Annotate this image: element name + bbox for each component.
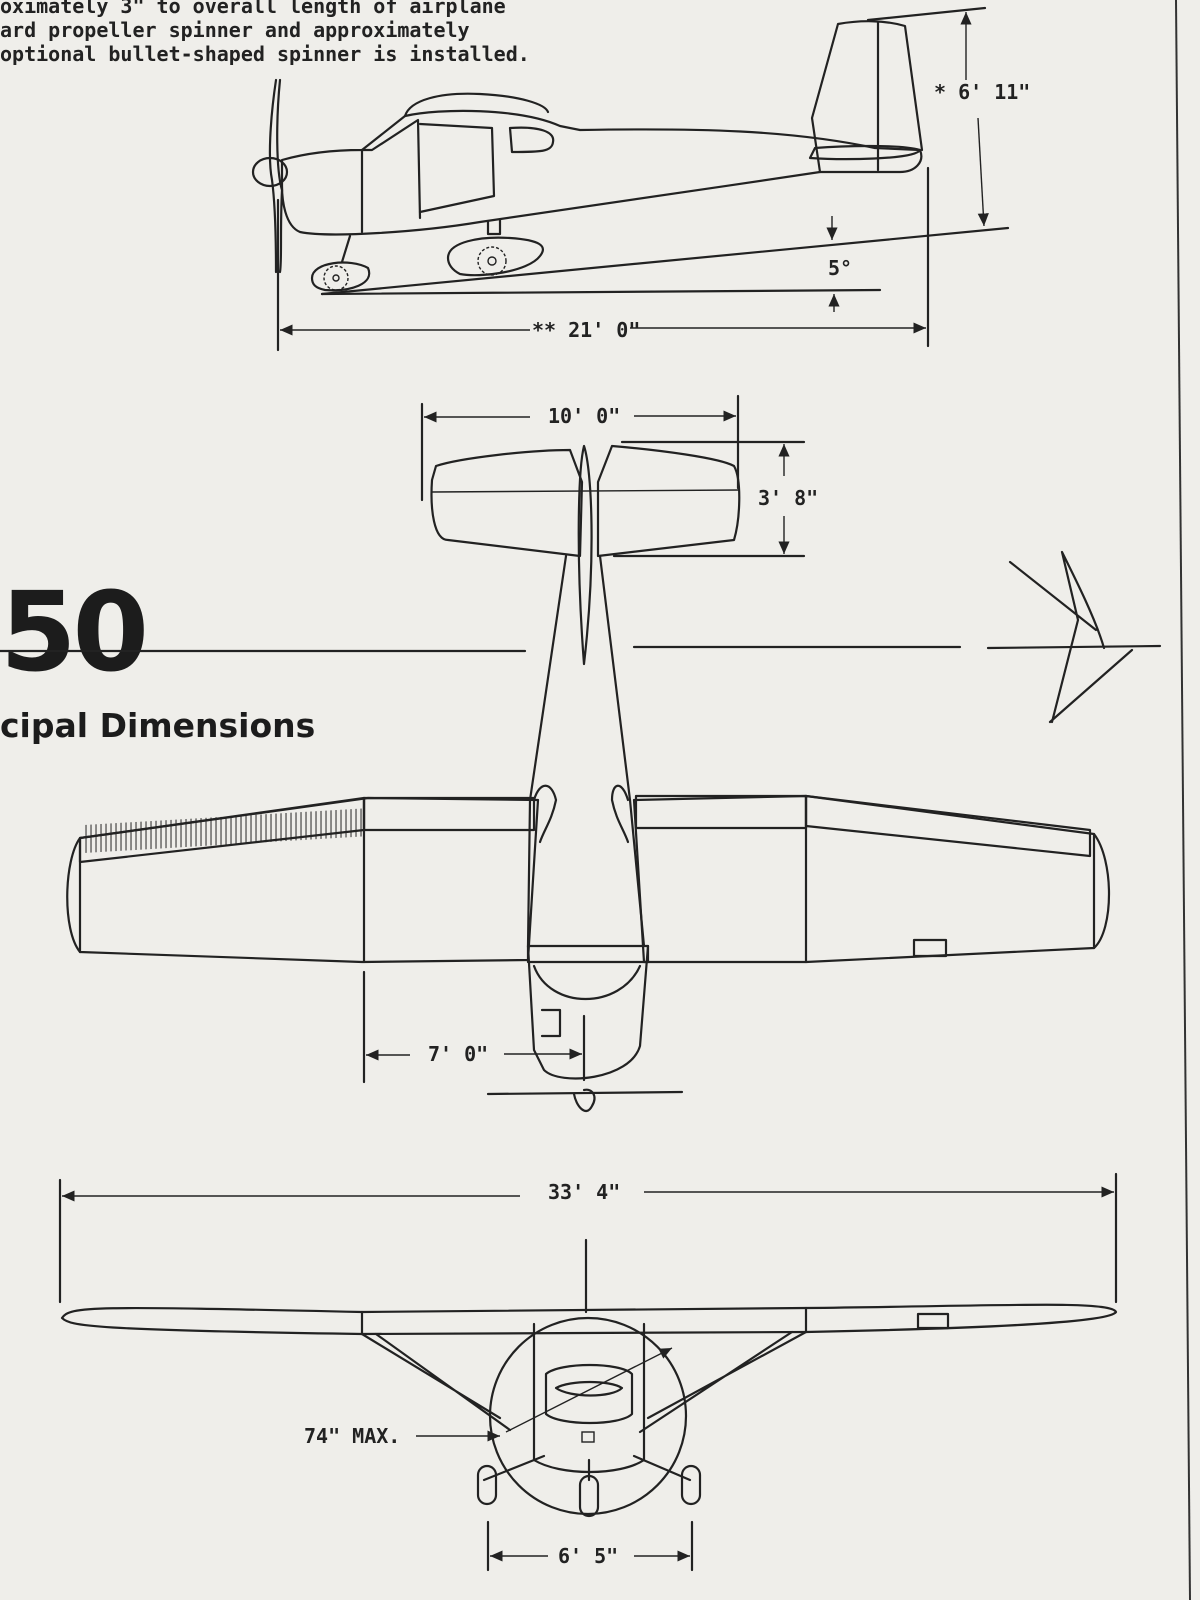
- main-gear-legs: [482, 1454, 692, 1482]
- tail-ground-line: [320, 226, 1010, 296]
- stabilizer-left: [430, 448, 584, 558]
- wing-front: [60, 1303, 1118, 1336]
- spinner: [251, 156, 289, 188]
- nose-wheel: [323, 265, 349, 291]
- elevator-hinge-line: [431, 489, 741, 493]
- flap-left: [362, 796, 536, 832]
- main-wheel: [477, 246, 507, 276]
- stabilizer-chord-label: 3' 8": [758, 486, 819, 510]
- intro-line-2: ard propeller spinner and approximately: [0, 18, 470, 42]
- door: [418, 122, 496, 214]
- wingtip-right: [1092, 832, 1111, 950]
- stabilizer-right: [596, 444, 741, 558]
- rear-window: [508, 126, 555, 154]
- wing-root-fairing-right: [610, 784, 630, 844]
- front-view: [58, 1172, 1118, 1572]
- side-view: [251, 6, 1010, 352]
- intro-note: oximately 3" to overall length of airpla…: [0, 0, 530, 66]
- nose-gear-strut: [340, 234, 352, 264]
- aileron-left-hatch: [82, 808, 362, 854]
- windshield: [360, 118, 422, 220]
- nose-wheel-front: [578, 1474, 600, 1518]
- tailcone-right: [598, 554, 646, 948]
- cowling-front: [544, 1363, 634, 1425]
- intro-line-1: oximately 3" to overall length of airpla…: [0, 0, 506, 18]
- main-wheel-left: [476, 1464, 498, 1506]
- nav-light-right: [912, 938, 948, 958]
- fuselage-side: [280, 109, 923, 236]
- main-wheel-right: [680, 1464, 702, 1506]
- section-title: cipal Dimensions: [0, 706, 316, 745]
- main-gear-mount: [486, 218, 502, 236]
- tailcone-left: [526, 554, 568, 948]
- nose-hatch: [540, 1008, 562, 1038]
- top-view: [66, 394, 1162, 1112]
- wing-right: [632, 794, 1096, 964]
- flap-right: [634, 794, 808, 830]
- page-edge-line: [1175, 0, 1191, 1600]
- air-intake: [581, 1431, 595, 1443]
- wing-panel-label: 7' 0": [428, 1042, 489, 1066]
- vertical-tail: [810, 20, 924, 174]
- horizontal-tail-side: [808, 144, 922, 161]
- clearance-diagonal: [505, 1347, 673, 1433]
- overall-length-label: ** 21' 0": [532, 318, 641, 342]
- main-wheel-hub: [487, 256, 497, 266]
- wheel-track-label: 6' 5": [558, 1544, 619, 1568]
- propeller-top: [486, 1090, 684, 1096]
- aileron-right: [804, 794, 1092, 858]
- main-wheel-fairing: [446, 236, 544, 277]
- wing-root-side: [403, 92, 550, 118]
- tail-height-ref-top: [866, 6, 987, 22]
- wingspan-label: 33' 4": [548, 1180, 621, 1204]
- ground-angle-label: 5°: [828, 256, 853, 280]
- nav-light-front: [916, 1312, 950, 1330]
- level-ground-line: [320, 288, 882, 296]
- spinner-front: [554, 1380, 624, 1397]
- wingtip-left: [66, 836, 82, 954]
- model-number: 50: [0, 568, 149, 696]
- direction-arrow-icon: [986, 550, 1162, 724]
- cabin-roof-band: [526, 944, 650, 964]
- windshield-top: [532, 964, 642, 1000]
- propeller-arc: [488, 1316, 688, 1516]
- tail-height-label: * 6' 11": [934, 80, 1031, 104]
- wing-root-fairing-left: [532, 784, 558, 844]
- propeller-blade: [268, 78, 278, 274]
- wing-struts: [360, 1330, 808, 1434]
- stabilizer-span-label: 10' 0": [548, 404, 621, 428]
- cabin-top: [526, 944, 650, 1080]
- intro-line-3: optional bullet-shaped spinner is instal…: [0, 42, 530, 66]
- nose-wheel-fairing: [310, 261, 371, 292]
- nose-wheel-hub: [332, 274, 340, 282]
- vertical-fin-top: [577, 444, 593, 666]
- tail-height-arrow-down: [977, 117, 989, 227]
- fuselage-front: [532, 1322, 646, 1474]
- spinner-top: [572, 1088, 596, 1112]
- prop-clearance-label: 74" MAX.: [304, 1424, 401, 1448]
